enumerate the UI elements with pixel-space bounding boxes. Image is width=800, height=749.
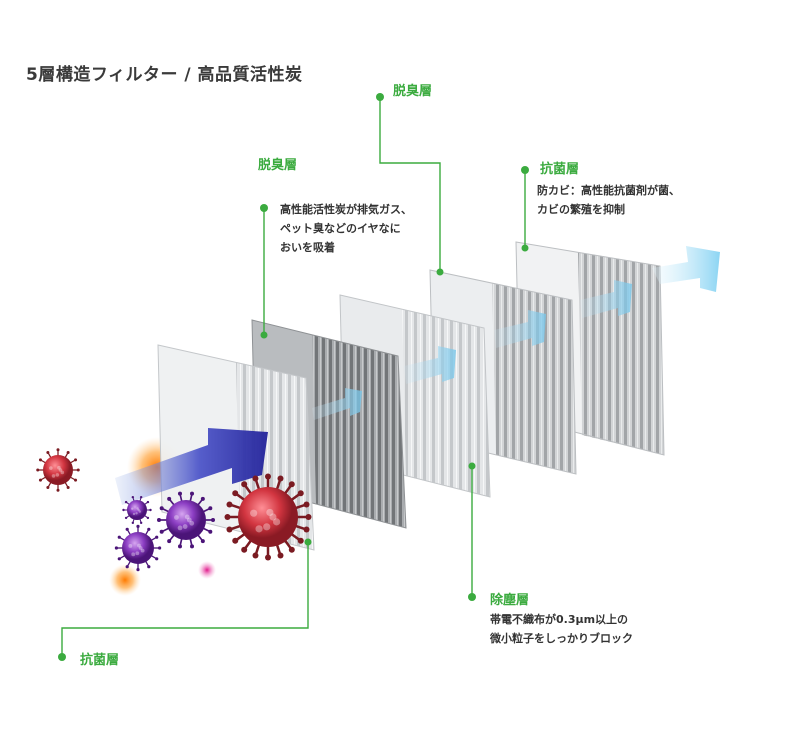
airflow-arrow-icon: [580, 280, 632, 318]
layer-desc-dust: 帯電不織布が0.3μm以上の 微小粒子をしっかりブロック: [490, 610, 633, 648]
layer-label-antibac-front: 抗菌層: [80, 653, 120, 668]
desc-line: 帯電不織布が0.3μm以上の: [490, 613, 629, 626]
desc-line: ペット臭などのイヤなに: [280, 222, 401, 235]
leader-lines: [61, 97, 526, 657]
virus-icon: [36, 448, 80, 492]
virus-icon: [157, 491, 215, 549]
desc-line: カビの繁殖を抑制: [537, 203, 625, 216]
dust-glow: [109, 564, 141, 596]
airflow-arrow-icon: [652, 246, 720, 292]
layer-desc-antibac: 防カビ：高性能抗菌剤が菌、 カビの繁殖を抑制: [537, 181, 680, 219]
virus-icon: [114, 524, 162, 572]
airflow-arrow-icon: [494, 310, 546, 348]
layer-label-dust: 除塵層: [490, 593, 530, 608]
page-title: 5層構造フィルター / 高品質活性炭: [26, 65, 303, 85]
layer-label-antibac-back: 抗菌層: [540, 162, 580, 177]
pollen-dot: [198, 561, 216, 579]
desc-line: おいを吸着: [280, 241, 335, 254]
airflow-arrow-icon: [312, 388, 362, 420]
virus-icon: [122, 495, 152, 525]
desc-line: 防カビ：高性能抗菌剤が菌、: [537, 184, 680, 197]
desc-line: 高性能活性炭が排気ガス、: [280, 203, 412, 216]
layer-desc-deodor: 高性能活性炭が排気ガス、 ペット臭などのイヤなに おいを吸着: [280, 200, 412, 257]
layer-label-deodor: 脱臭層: [258, 158, 298, 173]
airflow-arrow-icon: [115, 428, 268, 505]
airflow-arrow-icon: [404, 346, 456, 384]
layer-label-deodor-back: 脱臭層: [393, 84, 433, 99]
leader-dots: [58, 93, 529, 661]
desc-line: 微小粒子をしっかりブロック: [490, 632, 633, 645]
virus-icon: [224, 473, 312, 561]
